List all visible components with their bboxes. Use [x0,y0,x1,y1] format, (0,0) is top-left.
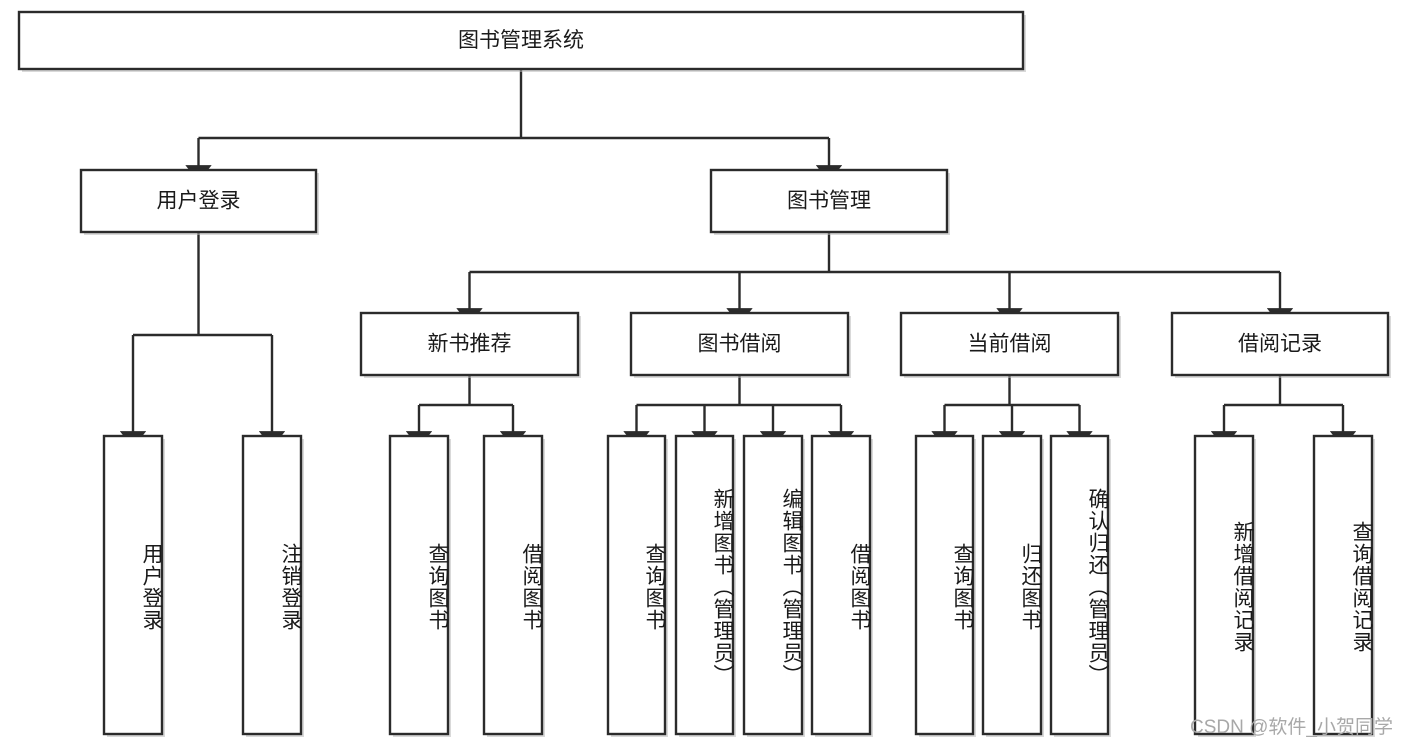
node-box-l3-new[interactable] [359,311,580,377]
connector-group-root [185,69,843,182]
node-box-l2-book[interactable] [709,168,949,234]
node-box-leaf-borrow-edit[interactable] [742,434,804,736]
node-box-l3-current[interactable] [899,311,1120,377]
node-box-leaf-borrow-add[interactable] [674,434,735,736]
connector-group-l3-borrow [623,375,855,448]
connector-group-l3-record [1210,375,1357,448]
node-box-l3-record[interactable] [1170,311,1390,377]
connector-group-l3-new [405,375,527,448]
node-box-leaf-cur-return[interactable] [981,434,1043,736]
node-box-leaf-borrow-query[interactable] [606,434,667,736]
node-box-leaf-new-borrow[interactable] [482,434,544,736]
connector-group-l2-book [456,232,1294,325]
connector-group-l2-user [119,232,286,448]
node-box-leaf-user-logout[interactable] [241,434,303,736]
watermark-text: CSDN @软件_小贺同学 [1190,717,1393,738]
edges-layer [119,69,1357,448]
node-box-l2-user[interactable] [79,168,318,234]
node-label-root: 图书管理系统 [458,29,584,52]
node-box-leaf-user-login[interactable] [102,434,164,736]
node-box-leaf-cur-confirm[interactable] [1049,434,1110,736]
node-box-leaf-cur-query[interactable] [914,434,975,736]
node-box-root[interactable] [17,10,1025,71]
node-label-l3-borrow: 图书借阅 [698,333,782,356]
node-label-l3-record: 借阅记录 [1238,333,1322,356]
node-box-leaf-rec-add[interactable] [1193,434,1255,736]
node-label-l3-current: 当前借阅 [968,333,1052,356]
node-box-leaf-rec-query[interactable] [1312,434,1374,736]
node-label-l3-new: 新书推荐 [428,333,512,356]
connector-group-l3-current [931,375,1093,448]
node-label-l2-user: 用户登录 [157,190,241,213]
node-box-leaf-borrow-lend[interactable] [810,434,872,736]
node-label-l2-book: 图书管理 [787,190,871,213]
node-box-leaf-new-query[interactable] [388,434,450,736]
node-box-l3-borrow[interactable] [629,311,850,377]
